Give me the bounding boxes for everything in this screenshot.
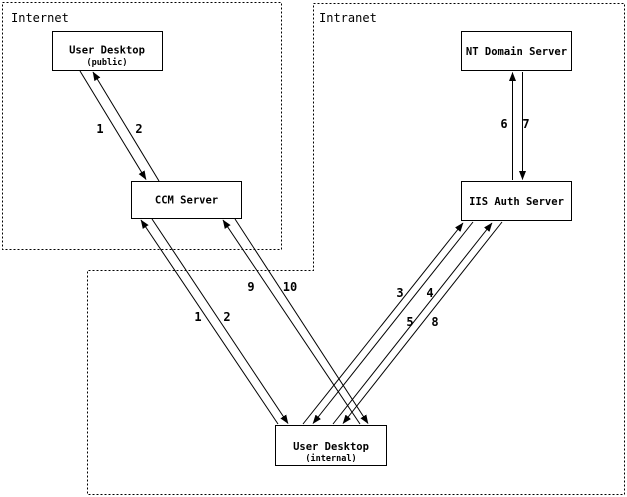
edge-2-ccm-to-internal-desktop [151, 218, 289, 424]
node-subtitle-user-desktop-internal: (internal) [305, 453, 356, 464]
edge-label-1-public: 1 [96, 122, 103, 136]
node-box-nt-domain-server [461, 31, 572, 71]
node-box-ccm-server [131, 181, 242, 219]
intranet-region-label: Intranet [319, 11, 377, 25]
edge-label-10: 10 [283, 280, 297, 294]
edge-label-2-internal: 2 [223, 310, 230, 324]
intranet-region-border [87, 3, 625, 495]
edge-label-8: 8 [431, 315, 438, 329]
node-title-nt-domain-server: NT Domain Server [466, 46, 567, 58]
edge-1-internal-desktop-to-ccm [140, 219, 279, 425]
node-box-user-desktop-internal [275, 425, 387, 466]
internet-region-label: Internet [11, 11, 69, 25]
node-user-desktop-internal: User Desktop (internal) [275, 425, 387, 466]
edge-label-6: 6 [500, 117, 507, 131]
edge-9-internal-desktop-to-ccm [222, 219, 361, 425]
node-title-user-desktop-public: User Desktop [69, 45, 145, 57]
edge-label-2-public: 2 [135, 122, 142, 136]
node-title-iis-auth-server: IIS Auth Server [469, 196, 564, 208]
edge-5-internal-desktop-to-iis [332, 222, 493, 425]
node-iis-auth-server: IIS Auth Server [461, 181, 572, 221]
edge-10-ccm-to-internal-desktop [234, 218, 369, 424]
node-user-desktop-public: User Desktop (public) [52, 31, 163, 71]
edge-label-5: 5 [406, 315, 413, 329]
node-box-iis-auth-server [461, 181, 572, 221]
edge-label-9: 9 [247, 280, 254, 294]
edge-label-4: 4 [426, 286, 433, 300]
edge-2-ccm-to-public-desktop [92, 71, 160, 182]
node-nt-domain-server: NT Domain Server [461, 31, 572, 71]
edge-label-1-internal: 1 [194, 310, 201, 324]
node-title-ccm-server: CCM Server [155, 195, 218, 207]
edge-label-7: 7 [522, 117, 529, 131]
edge-8-iis-to-internal-desktop [342, 221, 503, 424]
edge-4-iis-to-internal-desktop [312, 221, 474, 424]
node-subtitle-user-desktop-public: (public) [87, 57, 128, 68]
edge-label-3: 3 [396, 286, 403, 300]
node-title-user-desktop-internal: User Desktop [293, 441, 369, 453]
node-box-user-desktop-public [52, 31, 163, 71]
node-ccm-server: CCM Server [131, 181, 242, 219]
edge-3-internal-desktop-to-iis [302, 222, 464, 425]
edge-1-public-desktop-to-ccm [79, 70, 147, 180]
internet-region-border [2, 2, 282, 250]
